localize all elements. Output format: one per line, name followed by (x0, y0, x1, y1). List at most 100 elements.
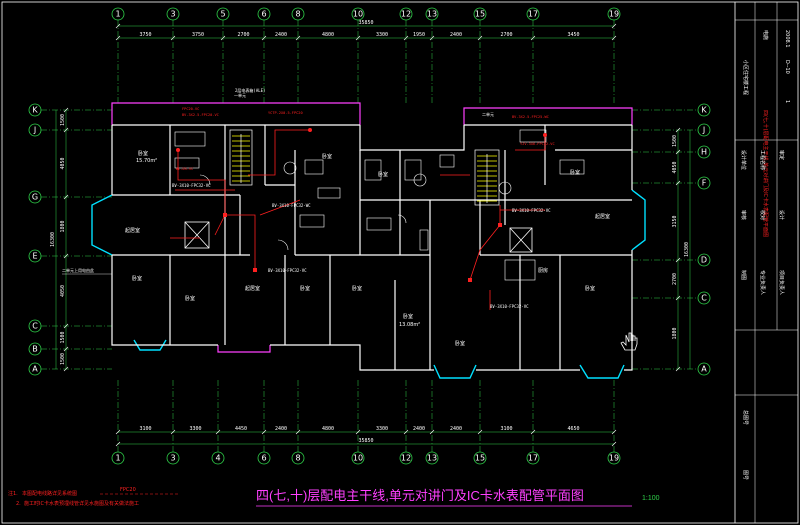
axis-bubble-bottom-8: 8 (291, 451, 305, 465)
axis-bubble-bottom-17: 17 (526, 451, 540, 465)
svg-text:C: C (701, 294, 707, 303)
note-left: 二单元上用电由此 (62, 267, 94, 273)
tb-field-label: 项目负责人 (778, 270, 785, 295)
axis-bubble-bottom-19: 19 (607, 451, 621, 465)
dimension-label: 4050 (672, 161, 678, 173)
note-pipe-label: FPC20 (120, 487, 136, 493)
bay-window-bottom (217, 345, 271, 353)
axis-bubble-bottom-13: 13 (425, 451, 439, 465)
svg-text:17: 17 (528, 454, 538, 463)
room-label: 卧室 (185, 295, 195, 302)
tb-date: 2008.1 (784, 30, 790, 48)
axis-bubble-top-1: 1 (111, 7, 125, 21)
room-label: 卧室 (455, 340, 465, 347)
svg-text:1: 1 (115, 10, 120, 19)
dimension-label: 3300 (376, 32, 388, 38)
dimension-label: 3750 (139, 32, 151, 38)
tb-field-label: 设计单位 (740, 150, 747, 170)
bay-window-top-left (111, 102, 361, 125)
dimension-label: 1500 (60, 114, 66, 126)
balcony-bottom-right (579, 364, 625, 379)
svg-text:E: E (32, 252, 37, 261)
svg-text:6: 6 (261, 10, 266, 19)
balcony-bottom-left (433, 364, 477, 379)
bay-window-outlines (111, 102, 633, 353)
svg-text:10: 10 (353, 454, 363, 463)
room-area: 13.08m² (399, 322, 420, 328)
tb-sheet: 1 (784, 100, 790, 103)
note-1-text: 本图配电线路详见系统图 (22, 490, 77, 497)
dimension-label: 4050 (60, 157, 66, 169)
white-tag-4: BV-3X10-FPC32-VC (512, 208, 551, 213)
axis-bubble-top-6: 6 (257, 7, 271, 21)
svg-text:5: 5 (220, 10, 225, 19)
drawing-title: 四(七,十)层配电主干线,单元对讲门及IC卡水表配管平面图 (256, 488, 584, 503)
room-label: 卧室 (322, 153, 332, 160)
tb-field-label: 设计 (778, 210, 785, 220)
room-label: 卧室 (132, 275, 142, 282)
dimension-label: 3750 (192, 32, 204, 38)
axis-bubble-top-12: 12 (399, 7, 413, 21)
dimension-label: 1500 (60, 353, 66, 365)
svg-text:19: 19 (609, 454, 619, 463)
svg-text:B: B (32, 345, 38, 354)
tb-unit: 电施 (762, 30, 769, 40)
white-tag-2: BV-3X10-FPC32-WC (272, 203, 311, 208)
axis-bubble-top-3: 3 (166, 7, 180, 21)
tb-field-label: 校对 (759, 210, 766, 220)
svg-text:A: A (32, 365, 38, 374)
note-1-num: 注1. (8, 490, 18, 497)
white-tag-5: BV-3X10-FPC32-VC (490, 304, 529, 309)
axis-bubble-left-E: E (28, 249, 42, 263)
title-block: 小区住宅楼工程 电施 2008.1 四(七,十)层配电主干线,单元对讲门及IC卡… (735, 2, 798, 523)
svg-text:K: K (32, 106, 38, 115)
svg-text:G: G (32, 193, 38, 202)
fixtures (174, 129, 585, 281)
room-label: 卧室 (138, 150, 148, 157)
axis-bubble-right-J: J (697, 123, 711, 137)
dimension-label: 2400 (450, 426, 462, 432)
red-tag-1: BV-3X2.5-FPC20-VC (182, 113, 219, 117)
axis-bubble-left-C: C (28, 319, 42, 333)
red-tag-2: YCTP-2X0.5-FPC20 (268, 111, 303, 115)
room-label: 卧室 (570, 169, 580, 176)
svg-text:1: 1 (115, 454, 120, 463)
stairs (229, 129, 500, 206)
electrical-wiring (170, 129, 546, 310)
dimension-label: 2400 (275, 32, 287, 38)
axis-bubble-top-13: 13 (425, 7, 439, 21)
hand-cursor-icon[interactable] (620, 332, 638, 351)
tb-field-label: 审定 (778, 150, 785, 160)
axis-bubble-right-D: D (697, 253, 711, 267)
red-tag-5: YJV-3X6-FPC32-VC (520, 142, 555, 146)
svg-text:K: K (701, 106, 707, 115)
tb-bottom-label: 图号 (742, 470, 748, 480)
axis-bubble-bottom-12: 12 (399, 451, 413, 465)
room-label: 卧室 (378, 171, 388, 178)
svg-text:F: F (702, 179, 707, 188)
dimension-label: 4800 (322, 426, 334, 432)
dimension-label: 4800 (322, 32, 334, 38)
room-label: 卧室 (300, 285, 310, 292)
axis-bubble-right-C: C (697, 291, 711, 305)
axis-grid (41, 20, 698, 452)
white-tag-3: BV-3X10-FPC32-VC (268, 268, 307, 273)
wiring-nodes (176, 128, 547, 282)
dimension-label: 3300 (189, 426, 201, 432)
svg-text:C: C (32, 322, 38, 331)
svg-text:4: 4 (215, 454, 220, 463)
dimension-label: 3100 (500, 426, 512, 432)
dimension-label: 2700 (672, 273, 678, 285)
svg-text:10: 10 (353, 10, 363, 19)
room-label: 起居室 (595, 213, 610, 220)
svg-text:17: 17 (528, 10, 538, 19)
dimension-label: 2700 (237, 32, 249, 38)
tb-red-title: 四(七,十)层配电主干线,单元对讲门及IC卡水表配管平面图 (762, 110, 769, 237)
white-tag-1: 2层电表箱(ALE) (235, 87, 265, 93)
